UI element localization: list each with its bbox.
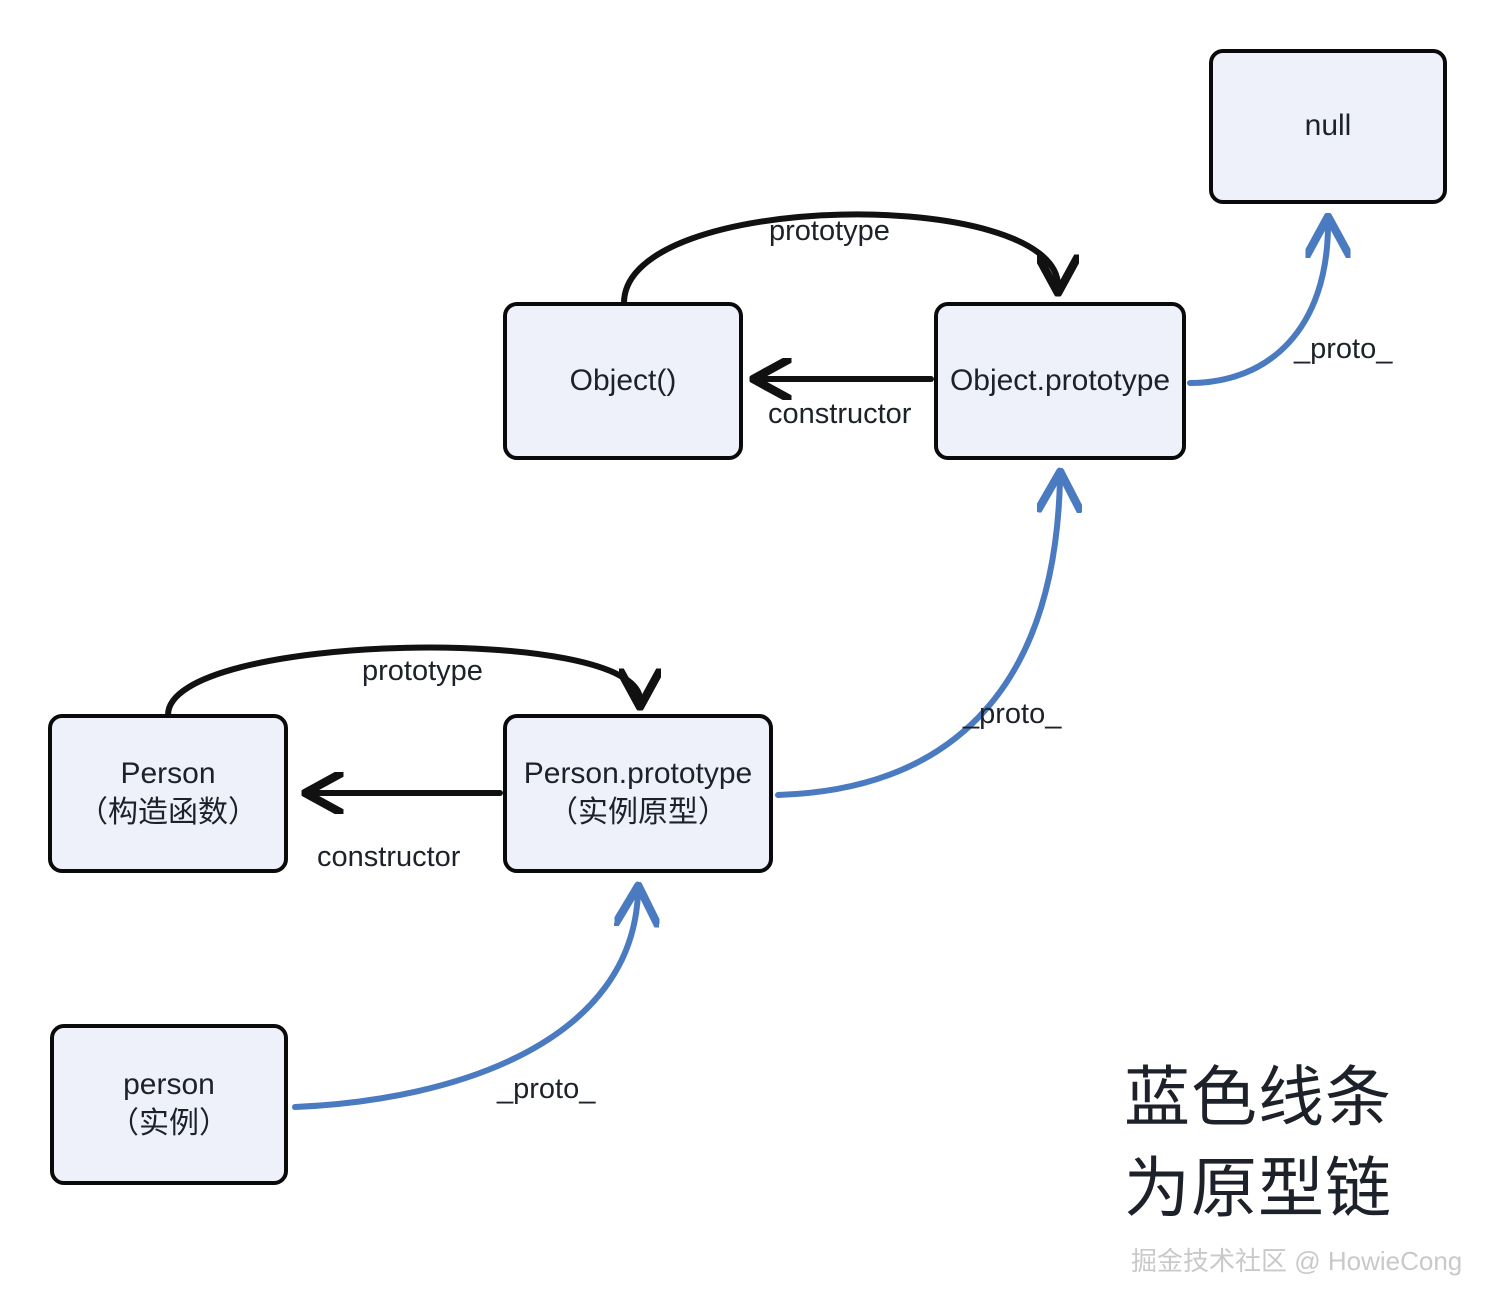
edge-proto-mid bbox=[775, 479, 1060, 798]
edge-proto-null bbox=[1187, 224, 1328, 386]
node-person-prototype[interactable]: Person.prototype （实例原型） bbox=[503, 714, 773, 873]
node-object-prototype[interactable]: Object.prototype bbox=[934, 302, 1186, 460]
node-null-label: null bbox=[1304, 109, 1352, 143]
caption-line-2: 为原型链 bbox=[1124, 1151, 1392, 1226]
edge-prototype-top bbox=[621, 211, 1058, 306]
edge-label-prototype-bottom: prototype bbox=[362, 655, 483, 687]
node-person-prototype-label: Person.prototype bbox=[523, 757, 753, 791]
edge-label-prototype-top: prototype bbox=[769, 215, 890, 247]
node-object-prototype-label: Object.prototype bbox=[949, 363, 1171, 397]
node-object-function-label: Object() bbox=[569, 363, 677, 397]
edge-label-constructor-top: constructor bbox=[768, 398, 912, 430]
node-person-prototype-sublabel: （实例原型） bbox=[548, 795, 728, 829]
edge-prototype-bottom bbox=[165, 644, 640, 718]
caption-line-1: 蓝色线条 bbox=[1124, 1060, 1392, 1134]
edge-label-proto-null: _proto_ bbox=[1294, 333, 1393, 365]
node-null[interactable]: null bbox=[1209, 49, 1447, 204]
edge-label-constructor-bottom: constructor bbox=[317, 841, 461, 873]
node-person-constructor-label: Person bbox=[120, 757, 216, 791]
edge-label-proto-bottom: _proto_ bbox=[497, 1073, 596, 1105]
node-person-instance-sublabel: （实例） bbox=[109, 1106, 229, 1140]
node-person-instance[interactable]: person （实例） bbox=[50, 1024, 288, 1185]
node-person-constructor-sublabel: （构造函数） bbox=[78, 795, 258, 829]
node-person-constructor[interactable]: Person （构造函数） bbox=[48, 714, 288, 873]
edge-proto-bottom bbox=[292, 893, 638, 1110]
node-object-function[interactable]: Object() bbox=[503, 302, 743, 460]
watermark: 掘金技术社区 @ HowieCong bbox=[1131, 1246, 1463, 1276]
node-person-instance-label: person bbox=[123, 1068, 215, 1102]
caption-block: 蓝色线条 为原型链 bbox=[1124, 1052, 1392, 1234]
edge-label-proto-mid: _proto_ bbox=[963, 698, 1062, 730]
